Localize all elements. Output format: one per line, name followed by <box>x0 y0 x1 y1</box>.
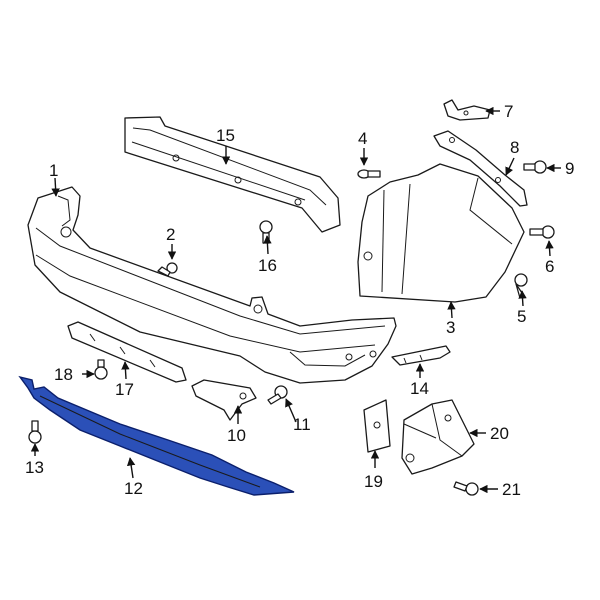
screw-11 <box>267 385 288 405</box>
callout-4: 4 <box>358 129 367 148</box>
side-panel <box>357 163 525 303</box>
small-plate <box>363 399 391 453</box>
callout-6: 6 <box>545 257 554 276</box>
screw-13 <box>28 420 42 444</box>
clip-9 <box>523 160 547 174</box>
callout-17: 17 <box>115 380 134 399</box>
callout-12: 12 <box>124 479 143 498</box>
callout-15: 15 <box>216 126 235 145</box>
callout-16: 16 <box>258 256 277 275</box>
bumper-cover <box>27 186 397 384</box>
callout-1: 1 <box>49 161 58 180</box>
callout-5: 5 <box>517 307 526 326</box>
lower-support-bracket <box>67 321 187 383</box>
callout-14: 14 <box>410 379 429 398</box>
callout-18: 18 <box>54 365 73 384</box>
callout-10: 10 <box>227 426 246 445</box>
callout-labels: 1 2 3 4 5 6 7 8 9 10 11 12 13 14 15 16 1… <box>25 102 574 499</box>
lower-deflector <box>18 375 295 496</box>
callout-3: 3 <box>446 318 455 337</box>
callout-11: 11 <box>293 415 311 434</box>
clip-4 <box>357 169 381 179</box>
callout-8: 8 <box>510 138 519 157</box>
screw-16 <box>259 220 273 244</box>
callout-19: 19 <box>364 472 383 491</box>
callout-9: 9 <box>565 159 574 178</box>
screw-6 <box>529 225 555 239</box>
screw-5 <box>514 273 528 299</box>
callout-21: 21 <box>502 480 521 499</box>
left-side-mount <box>191 379 257 421</box>
leader-lines <box>30 106 561 494</box>
corner-bracket <box>401 399 475 475</box>
screw-21 <box>453 481 479 496</box>
callout-20: 20 <box>490 424 509 443</box>
small-upper-bracket <box>443 99 491 121</box>
screw-2 <box>157 262 178 277</box>
upper-retainer <box>433 130 528 207</box>
callout-13: 13 <box>25 458 44 477</box>
callout-7: 7 <box>504 102 513 121</box>
screw-18 <box>94 359 108 380</box>
callout-2: 2 <box>166 225 175 244</box>
right-side-mount <box>391 345 451 366</box>
